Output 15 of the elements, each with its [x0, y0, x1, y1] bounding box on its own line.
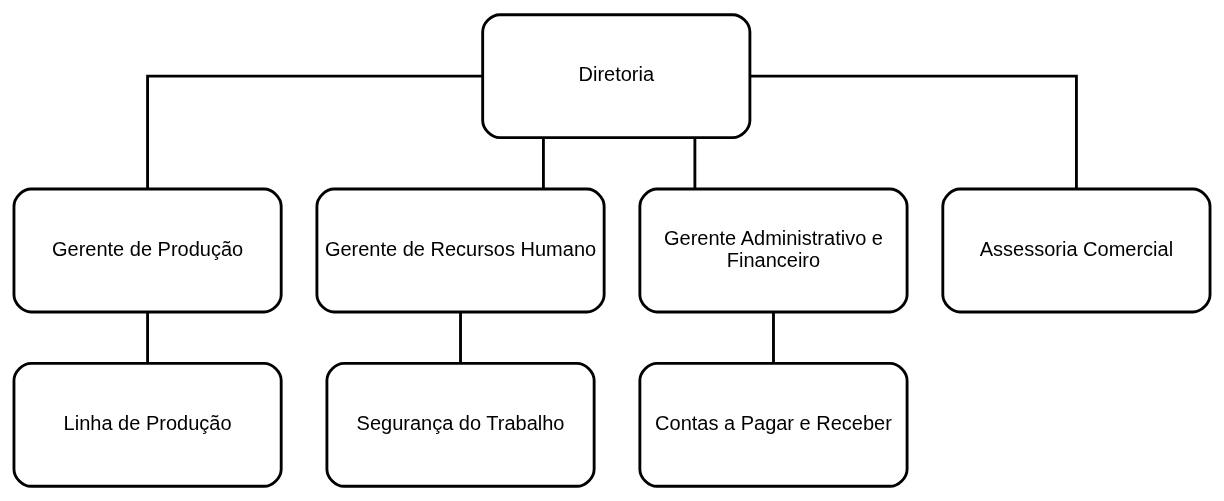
- connector: [693, 137, 697, 189]
- connector: [146, 74, 483, 190]
- connector: [146, 311, 149, 364]
- connector: [750, 74, 1078, 190]
- node-box: Contas a Pagar e Receber: [638, 361, 909, 488]
- node-box: Gerente de Produção: [12, 187, 283, 314]
- node-box: Assessoria Comercial: [941, 187, 1212, 314]
- node-box: Gerente Administrativo e Financeiro: [638, 187, 909, 314]
- connector: [542, 137, 545, 189]
- node-box: Gerente de Recursos Humano: [315, 187, 606, 314]
- node-box: Linha de Produção: [12, 361, 283, 488]
- connector: [459, 311, 462, 364]
- node-box: Diretoria: [481, 13, 752, 140]
- connector: [772, 311, 775, 364]
- node-box: Segurança do Trabalho: [325, 361, 596, 488]
